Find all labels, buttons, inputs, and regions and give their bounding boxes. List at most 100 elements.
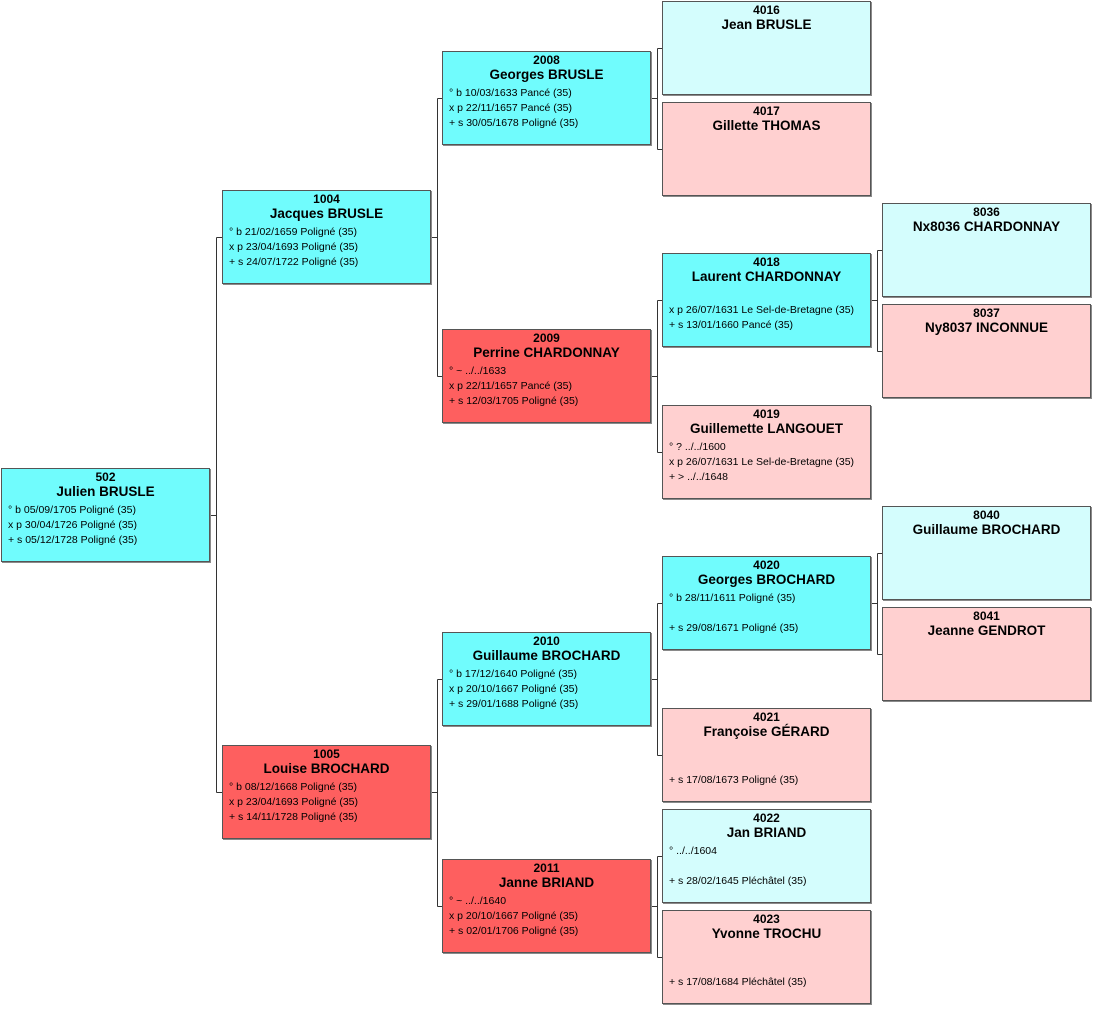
event-line: x p 20/10/1667 Poligné (35) bbox=[449, 910, 579, 922]
event-line: ° b 17/12/1640 Poligné (35) bbox=[449, 668, 577, 680]
person-name: Jeanne GENDROT bbox=[927, 623, 1046, 638]
life-events: ° b 17/12/1640 Poligné (35) x p 20/10/166… bbox=[443, 664, 650, 712]
person-name: Nx8036 CHARDONNAY bbox=[912, 219, 1061, 234]
life-events: ° ~ ../../1633 x p 22/11/1657 Pancé (35) +… bbox=[443, 361, 650, 409]
sosa-number: 1005 bbox=[313, 747, 340, 761]
person-name: Jean BRUSLE bbox=[721, 17, 812, 32]
sosa-number: 8041 bbox=[973, 609, 1000, 623]
person-name: Georges BROCHARD bbox=[697, 572, 836, 587]
life-events: ° ? ../../1600 x p 26/07/1631 Le Sel-de-B… bbox=[663, 437, 870, 485]
person-name: Jan BRIAND bbox=[726, 825, 807, 840]
sosa-number: 8036 bbox=[973, 205, 1000, 219]
person-name: Guillemette LANGOUET bbox=[689, 421, 843, 436]
event-line: + s 24/07/1722 Poligné (35) bbox=[229, 256, 359, 268]
event-line bbox=[669, 743, 870, 758]
event-line: + s 29/08/1671 Poligné (35) bbox=[669, 622, 799, 634]
person-name: Gillette THOMAS bbox=[712, 118, 821, 133]
event-line: x p 22/11/1657 Pancé (35) bbox=[449, 380, 572, 392]
event-line bbox=[669, 960, 870, 975]
life-events: x p 26/07/1631 Le Sel-de-Bretagne (35) + … bbox=[663, 285, 870, 333]
sosa-number: 4021 bbox=[753, 710, 780, 724]
event-line: + s 02/01/1706 Poligné (35) bbox=[449, 925, 579, 937]
person-name: Yvonne TROCHU bbox=[711, 926, 822, 941]
sosa-number: 4018 bbox=[753, 255, 780, 269]
event-line bbox=[669, 758, 870, 773]
event-line: x p 23/04/1693 Poligné (35) bbox=[229, 241, 359, 253]
event-line: + s 13/01/1660 Pancé (35) bbox=[669, 319, 794, 331]
person-name: Georges BRUSLE bbox=[489, 67, 604, 82]
event-line: + s 05/12/1728 Poligné (35) bbox=[8, 534, 138, 546]
sosa-number: 2011 bbox=[533, 861, 560, 875]
sosa-number: 4016 bbox=[753, 3, 780, 17]
event-line: x p 30/04/1726 Poligné (35) bbox=[8, 519, 138, 531]
sosa-number: 502 bbox=[95, 470, 116, 484]
person-name: Françoise GÉRARD bbox=[703, 724, 830, 739]
life-events: ° ../../1604+ s 28/02/1645 Pléchâtel (35… bbox=[663, 841, 870, 889]
life-events: ° b 10/03/1633 Pancé (35)x p 22/11/1657 … bbox=[443, 83, 650, 131]
event-line bbox=[669, 606, 870, 621]
event-line: + s 17/08/1673 Poligné (35) bbox=[669, 774, 799, 786]
life-events: + s 17/08/1684 Pléchâtel (35) bbox=[663, 942, 870, 990]
event-line: x p 23/04/1693 Poligné (35) bbox=[229, 796, 359, 808]
person-name: Julien BRUSLE bbox=[56, 484, 155, 499]
event-line: + > ../../1648 bbox=[669, 471, 728, 483]
event-line: ° b 10/03/1633 Pancé (35) bbox=[449, 87, 572, 99]
event-line: + s 29/01/1688 Poligné (35) bbox=[449, 698, 579, 710]
person-name: Perrine CHARDONNAY bbox=[473, 345, 620, 360]
sosa-number: 4022 bbox=[753, 811, 780, 825]
event-line bbox=[669, 945, 870, 960]
event-line: ° b 28/11/1611 Poligné (35) bbox=[669, 592, 796, 604]
event-line bbox=[669, 859, 870, 874]
sosa-number: 2010 bbox=[533, 634, 560, 648]
person-name: Guillaume BROCHARD bbox=[472, 648, 621, 663]
event-line: ° b 05/09/1705 Poligné (35) bbox=[8, 504, 136, 516]
sosa-number: 2009 bbox=[533, 331, 560, 345]
sosa-number: 4019 bbox=[753, 407, 780, 421]
event-line: ° ? ../../1600 bbox=[669, 441, 726, 453]
person-name: Louise BROCHARD bbox=[263, 761, 390, 776]
life-events: ° b 21/02/1659 Poligné (35) x p 23/04/169… bbox=[223, 222, 430, 270]
event-line: + s 30/05/1678 Poligné (35) bbox=[449, 117, 579, 129]
event-line: ° b 08/12/1668 Poligné (35) bbox=[229, 781, 357, 793]
event-line: + s 14/11/1728 Poligné (35) bbox=[229, 811, 358, 823]
person-name: Janne BRIAND bbox=[498, 875, 595, 890]
event-line: ° b 21/02/1659 Poligné (35) bbox=[229, 226, 357, 238]
event-line: x p 20/10/1667 Poligné (35) bbox=[449, 683, 579, 695]
sosa-number: 8040 bbox=[973, 508, 1000, 522]
event-line: ° ~ ../../1633 bbox=[449, 365, 507, 377]
life-events: ° b 05/09/1705 Poligné (35) x p 30/04/172… bbox=[2, 500, 209, 548]
sosa-number: 1004 bbox=[313, 192, 340, 206]
event-line: + s 28/02/1645 Pléchâtel (35) bbox=[669, 875, 807, 887]
event-line: + s 12/03/1705 Poligné (35) bbox=[449, 395, 579, 407]
event-line: x p 26/07/1631 Le Sel-de-Bretagne (35) bbox=[669, 304, 855, 316]
sosa-number: 2008 bbox=[533, 53, 560, 67]
event-line: x p 26/07/1631 Le Sel-de-Bretagne (35) bbox=[669, 456, 855, 468]
sosa-number: 4023 bbox=[753, 912, 780, 926]
sosa-number: 8037 bbox=[973, 306, 1000, 320]
person-name: Ny8037 INCONNUE bbox=[924, 320, 1049, 335]
person-name: Jacques BRUSLE bbox=[269, 206, 384, 221]
event-line: + s 17/08/1684 Pléchâtel (35) bbox=[669, 976, 807, 988]
